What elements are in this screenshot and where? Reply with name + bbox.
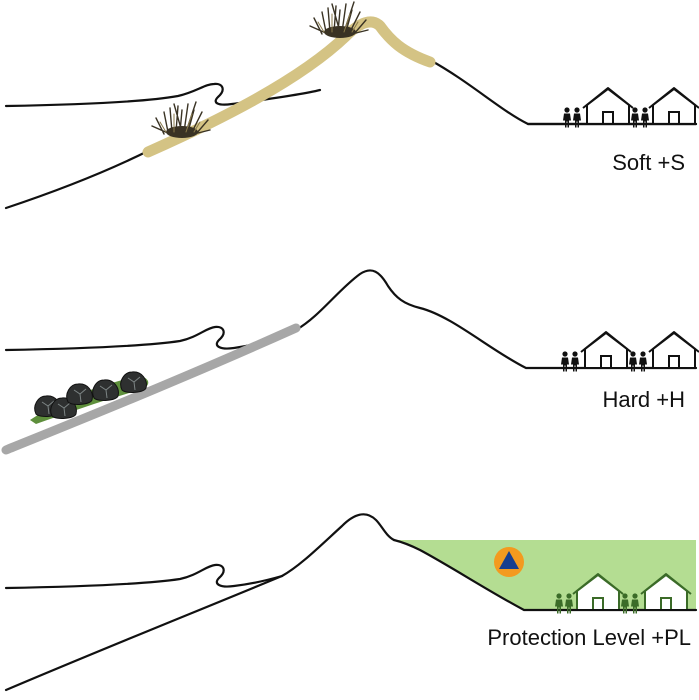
civil-protection-icon [494, 547, 524, 577]
house-icon [648, 87, 699, 124]
revetment [1, 323, 301, 455]
seabed-line [4, 148, 152, 210]
panel-soft [4, 1, 699, 210]
seabed-line [4, 574, 284, 692]
caption-protection-level: Protection Level +PL [487, 625, 691, 650]
caption-hard: Hard +H [602, 387, 685, 412]
wave-icon [4, 325, 298, 352]
rock-icon [92, 379, 119, 401]
rock-icon [66, 383, 93, 405]
panel-hard [1, 269, 699, 455]
house-icon [648, 331, 699, 368]
caption-soft: Soft +S [612, 150, 685, 175]
panel-protection [4, 513, 698, 692]
wave-icon [4, 563, 284, 590]
house-icon [580, 331, 632, 368]
house-icon [582, 87, 634, 124]
grass-icon [151, 101, 211, 139]
rock-icon [120, 371, 147, 393]
